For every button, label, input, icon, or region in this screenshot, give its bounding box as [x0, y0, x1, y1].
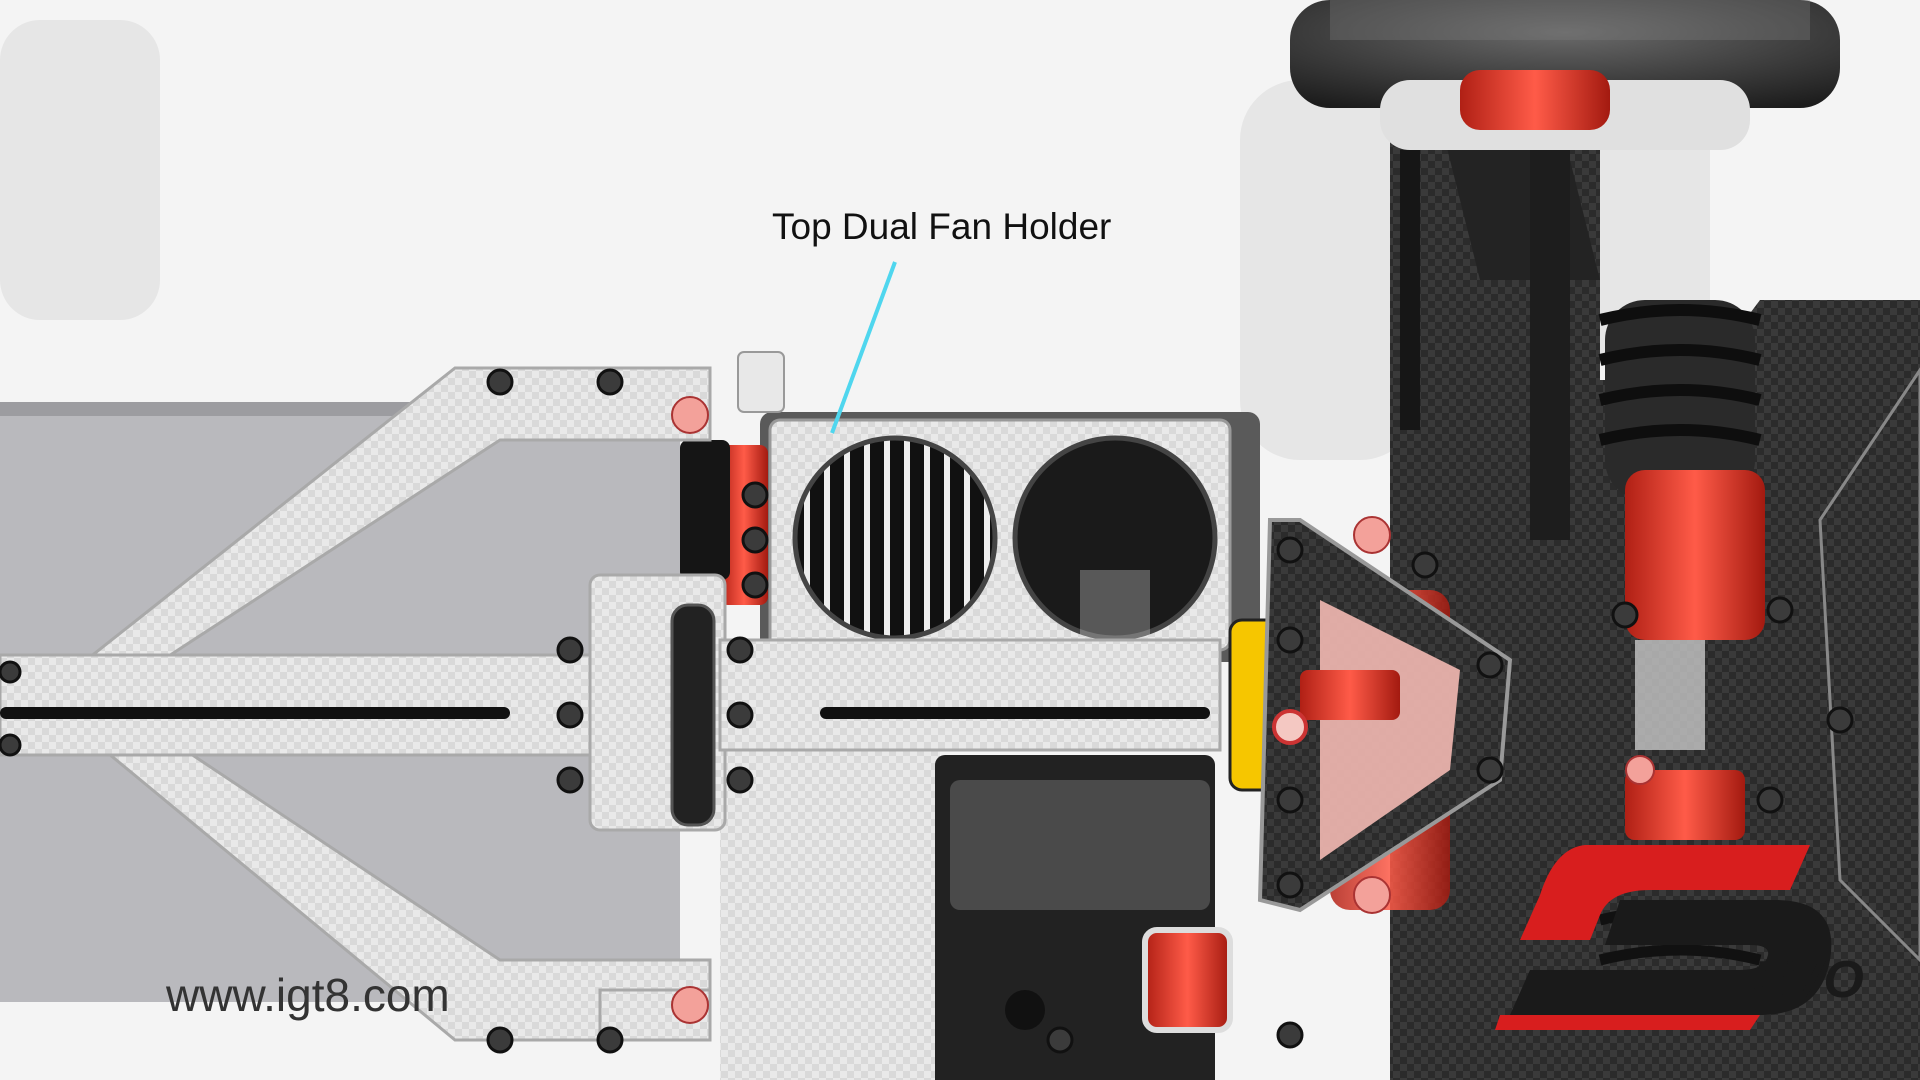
screws	[0, 368, 1854, 1054]
logo-text: EVO	[1752, 951, 1865, 1009]
tire	[1290, 0, 1840, 150]
callout-leader-line	[830, 261, 897, 434]
deck-slots	[0, 707, 1210, 719]
upper-arm	[1460, 70, 1610, 130]
callout-label: Top Dual Fan Holder	[772, 206, 1112, 247]
pillars	[671, 396, 1655, 1024]
right-hub-plate	[1818, 367, 1920, 963]
top-dual-fan-holder	[760, 412, 1260, 662]
website-watermark: www.igt8.com	[166, 969, 450, 1021]
spur-gear	[670, 603, 716, 827]
servo-saver-mount	[1142, 927, 1233, 1033]
front-triangle-plate	[1257, 518, 1513, 913]
s-evo-logo-icon	[1495, 845, 1832, 1030]
